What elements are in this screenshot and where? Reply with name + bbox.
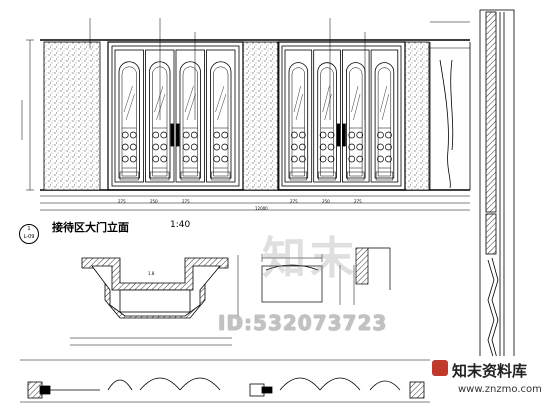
dim-label: 275	[354, 199, 362, 204]
dim-label: 275	[290, 199, 298, 204]
plan-center-dim: 1.8	[148, 271, 155, 276]
ironwork-ornament	[213, 131, 229, 163]
drawing-reference-marker: 1 L-09	[19, 224, 39, 244]
door-group-right	[277, 41, 406, 191]
door-group-left	[107, 41, 244, 191]
ironwork-ornament	[121, 131, 137, 163]
side-section	[429, 9, 515, 406]
ironwork-ornament	[152, 131, 168, 163]
brand-name: 知末资料库	[452, 362, 528, 380]
watermark-id: ID:532073723	[218, 311, 388, 335]
bottom-plan-strip	[20, 359, 440, 403]
ref-top: 1	[27, 226, 31, 232]
ironwork-ornament	[291, 131, 306, 163]
drawing-scale: 1:40	[170, 220, 191, 230]
door-leaf	[313, 49, 341, 183]
door-leaf	[370, 49, 399, 183]
watermark-logo-text: 知末	[262, 233, 358, 284]
dim-label: 250	[322, 199, 330, 204]
brand-url: www.znzmo.com	[458, 384, 542, 395]
ironwork-ornament	[348, 131, 364, 163]
dim-label: 275	[182, 199, 190, 204]
drawing-title: 接待区大门立面	[52, 221, 129, 234]
door-handle	[336, 123, 341, 147]
annotation-leaders	[89, 18, 470, 120]
door-handle	[176, 123, 180, 147]
plan-section	[70, 255, 239, 346]
door-leaf	[284, 49, 313, 183]
door-handle	[170, 123, 174, 147]
ironwork-ornament	[319, 131, 335, 163]
dim-total: 12000	[255, 206, 268, 211]
ironwork-ornament	[377, 131, 392, 163]
dim-label: 275	[118, 199, 126, 204]
door-leaf	[206, 49, 236, 183]
detail-section	[261, 247, 391, 305]
dim-label: 250	[150, 199, 158, 204]
brand-mark-icon	[432, 360, 448, 376]
dimension-lines	[21, 39, 470, 211]
stone-wall-panels	[43, 41, 430, 191]
ref-no: L-09	[23, 234, 35, 240]
door-leaf	[175, 49, 205, 183]
ironwork-ornament	[182, 131, 198, 163]
door-leaf	[114, 49, 144, 183]
door-handle	[342, 123, 346, 147]
door-leaf	[145, 49, 175, 183]
brand-logo: 知末资料库 www.znzmo.com	[430, 356, 560, 420]
